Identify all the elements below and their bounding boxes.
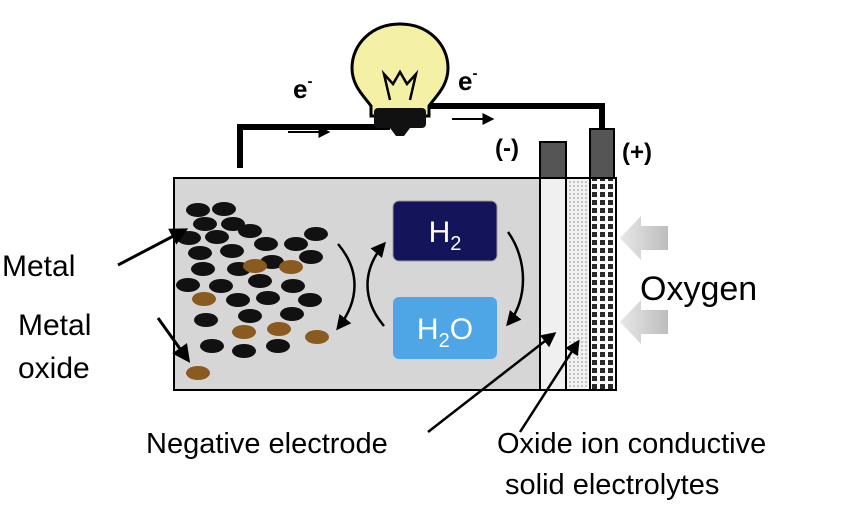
metal-oxide-pointer bbox=[156, 317, 191, 363]
metal-particles bbox=[176, 202, 328, 358]
negative-electrode-pointer bbox=[427, 332, 557, 433]
metal-oxide-label-line2: oxide bbox=[18, 352, 90, 385]
h2-box bbox=[392, 200, 498, 262]
electrolyte-label-line1: Oxide ion conductive bbox=[497, 428, 766, 460]
metal-oxide-label-line1: Metal bbox=[18, 309, 91, 342]
positive-terminal-label: (+) bbox=[622, 139, 652, 166]
negative-terminal bbox=[539, 141, 567, 181]
oxygen-label: Oxygen bbox=[640, 270, 757, 308]
metal-oxide-particles bbox=[186, 259, 329, 380]
electron-label-right: e- bbox=[458, 65, 477, 96]
h2o-label: H2O bbox=[417, 313, 473, 352]
negative-electrode-layer bbox=[539, 177, 567, 391]
metal-label: Metal bbox=[2, 250, 75, 283]
h2o-box bbox=[393, 297, 497, 359]
h2-label: H2 bbox=[429, 216, 462, 255]
reaction-cycle-arrows bbox=[336, 231, 525, 331]
electron-label-left: e- bbox=[293, 73, 312, 104]
positive-electrode-layer bbox=[589, 177, 617, 391]
oxygen-arrow-top bbox=[620, 216, 668, 260]
electrolyte-label-line2: solid electrolytes bbox=[505, 469, 719, 501]
electrolyte-pointer bbox=[518, 339, 580, 433]
negative-terminal-label: (-) bbox=[495, 135, 519, 162]
metal-pointer bbox=[117, 228, 189, 267]
oxygen-arrow-bottom bbox=[620, 300, 668, 344]
light-bulb-icon bbox=[350, 22, 450, 136]
electrolyte-layer bbox=[565, 177, 591, 391]
positive-terminal bbox=[589, 128, 615, 181]
negative-electrode-label: Negative electrode bbox=[146, 428, 388, 460]
